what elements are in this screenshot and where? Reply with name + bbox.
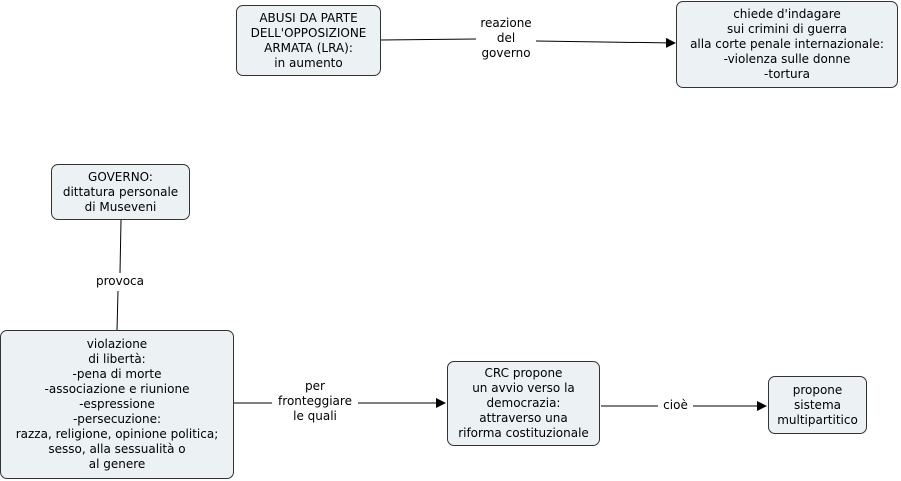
link-governo-provoca [119, 219, 122, 274]
concept-abusi-lra[interactable]: ABUSI DA PARTE DELL'OPPOSIZIONE ARMATA (… [236, 5, 381, 76]
link-reazione-chiede [535, 37, 676, 48]
concept-violazione-liberta[interactable]: violazione di libertà: -pena di morte -a… [0, 330, 234, 479]
link-label-cioe[interactable]: cioè [658, 398, 693, 413]
link-label-provoca[interactable]: provoca [90, 274, 150, 289]
concept-crc-propone[interactable]: CRC propone un avvio verso la democrazia… [447, 361, 600, 446]
link-label-fronteggiare[interactable]: per fronteggiare le quali [272, 379, 358, 424]
concept-governo[interactable]: GOVERNO: dittatura personale di Museveni [51, 164, 190, 220]
concept-chiede-indagare[interactable]: chiede d'indagare sui crimini di guerra … [676, 1, 898, 88]
link-label-reazione[interactable]: reazione del governo [476, 16, 536, 61]
link-provoca-violazione [116, 290, 119, 331]
link-abusi-reazione [380, 38, 477, 41]
concept-sistema-multipartitico[interactable]: propone sistema multipartitico [768, 376, 867, 434]
